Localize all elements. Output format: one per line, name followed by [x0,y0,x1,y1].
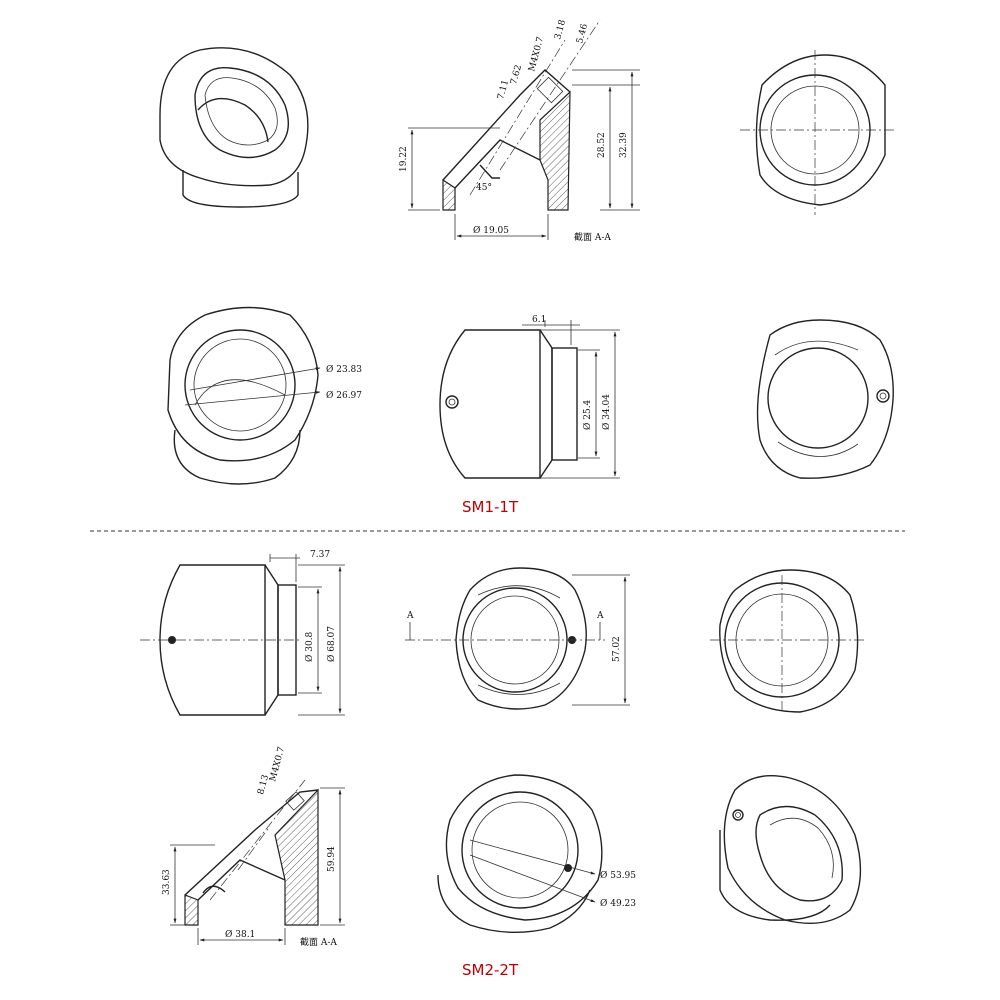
dim-19-22: 19.22 [399,146,409,172]
cut-a-right: A [596,611,604,621]
dim-30-8: Ø 30.8 [304,631,315,662]
sm2-iso-view-right [719,775,862,925]
dim-26-97: Ø 26.97 [326,390,362,401]
sm2-iso-view-middle: Ø 53.95 Ø 49.23 [437,774,636,934]
sm1-iso-view-top [159,47,309,208]
cut-a-left: A [406,611,414,621]
dim-thread-sm2: M4X0.7 [268,745,287,782]
dim-6-1: 6.1 [532,315,546,325]
part-label-sm2: SM2-2T [462,961,519,979]
dim-5-46: 5.46 [575,23,590,45]
dim-32-39: 32.39 [619,132,629,158]
section-label-sm2: 截面 A-A [300,936,337,948]
dim-33-63: 33.63 [162,869,172,895]
dim-34-04: Ø 34.04 [601,394,612,430]
dim-45-deg: 45° [476,183,492,193]
sm1-end-view-top [740,50,895,215]
dim-53-95: Ø 53.95 [600,870,636,881]
dim-7-62: 7.62 [509,64,524,86]
dim-49-23: Ø 49.23 [600,898,636,909]
sm2-side-view: 7.37 Ø 30.8 Ø 68.07 [140,550,345,716]
sm2-end-view-top [710,569,865,713]
dim-57-02: 57.02 [612,636,622,662]
dim-68-07: Ø 68.07 [326,626,337,662]
dim-thread-sm1: M4X0.7 [527,35,546,72]
dim-25-4: Ø 25.4 [582,399,593,430]
dim-59-94: 59.94 [327,846,337,872]
sm2-front-view: A A 57.02 [405,567,630,710]
part-label-sm1: SM1-1T [462,498,519,516]
dim-bore-sm2: Ø 38.1 [225,929,255,940]
dim-28-52: 28.52 [597,132,607,158]
sm1-section-view: 19.22 45° Ø 19.05 截面 A-A 28.52 32.39 7.1… [399,19,640,243]
dim-7-37: 7.37 [310,550,330,560]
sm2-section-view: 33.63 59.94 Ø 38.1 截面 A-A 8.13 M4X0.7 [162,745,345,948]
dim-23-83: Ø 23.83 [326,364,362,375]
sm1-end-view-middle [756,319,894,479]
sm1-iso-view-bottom: Ø 23.83 Ø 26.97 [167,306,362,485]
sm1-side-view: 6.1 Ø 25.4 Ø 34.04 [439,315,620,479]
dim-3-18: 3.18 [553,19,568,41]
dim-bore-sm1: Ø 19.05 [473,225,509,236]
section-label-sm1: 截面 A-A [574,231,611,243]
